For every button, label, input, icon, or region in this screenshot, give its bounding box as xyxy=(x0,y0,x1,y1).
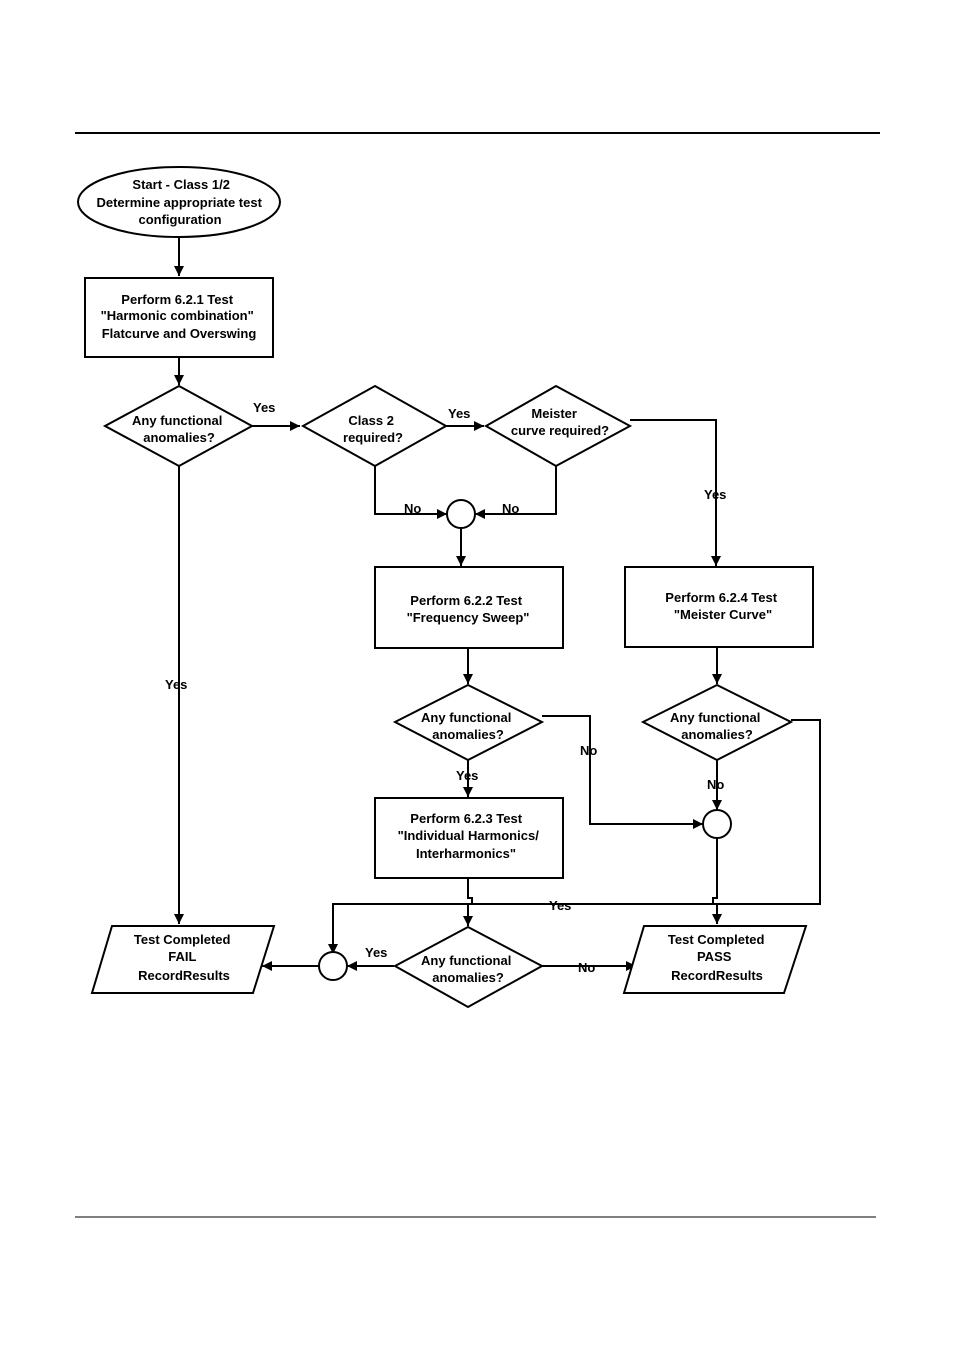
label-a4-yes: Yes xyxy=(365,945,387,960)
svg-text:Meister curve required?: Meister curve required? xyxy=(511,406,609,438)
decision-anomalies-1 xyxy=(102,384,255,468)
edge-623-to-a4 xyxy=(463,878,473,926)
connectors xyxy=(174,238,821,971)
process-622 xyxy=(374,566,564,649)
a2-line-1: Any functional xyxy=(421,710,511,725)
label-a1-yes-right: Yes xyxy=(253,400,275,415)
623-line-3: Interharmonics" xyxy=(416,846,516,861)
623-line-2: "Individual Harmonics/ xyxy=(398,828,540,843)
edge-meister-yes xyxy=(630,419,721,566)
a1-line-1: Any functional xyxy=(132,413,222,428)
svg-text:Perform 6.2.3 Test "Indi: Perform 6.2.3 Test "Individual Harmonics… xyxy=(398,811,543,861)
label-a2-yes: Yes xyxy=(456,768,478,783)
label-meister-no: No xyxy=(502,501,519,516)
result-fail xyxy=(90,925,276,994)
decision-meister xyxy=(483,384,633,468)
svg-text:Perform 6.2.1 Test "Harm: Perform 6.2.1 Test "Harmonic combination… xyxy=(101,292,258,341)
label-class2-yes: Yes xyxy=(448,406,470,421)
start-terminator xyxy=(77,166,281,238)
622-line-2: "Frequency Sweep" xyxy=(407,610,530,625)
decision-anomalies-2 xyxy=(392,683,545,762)
process-624 xyxy=(624,566,814,648)
a4-line-2: anomalies? xyxy=(432,970,504,985)
621-line-1: Perform 6.2.1 Test xyxy=(121,292,233,307)
edge-class2-no xyxy=(374,466,447,519)
process-623 xyxy=(374,797,564,879)
decision-anomalies-4 xyxy=(392,925,545,1009)
pass-line-2: PASS xyxy=(697,949,732,964)
svg-text:Class 2 required?: Class 2 required? xyxy=(343,413,403,445)
class2-line-1: Class 2 xyxy=(348,413,394,428)
svg-text:Perform 6.2.4 Test "Meis: Perform 6.2.4 Test "Meister Curve" xyxy=(665,590,780,622)
node-labels: Start - Class 1/2 Determine appropriate … xyxy=(96,177,780,985)
start-line-2: Determine appropriate test xyxy=(96,195,262,210)
junction-2 xyxy=(702,809,732,839)
edge-a2-no xyxy=(542,715,703,829)
624-line-2: "Meister Curve" xyxy=(674,607,772,622)
shapes xyxy=(77,166,814,1009)
label-a2-no: No xyxy=(580,743,597,758)
svg-text:Any functional anomalies: Any functional anomalies? xyxy=(132,413,226,445)
a3-line-1: Any functional xyxy=(670,710,760,725)
svg-text:Any functional anomalies: Any functional anomalies? xyxy=(421,953,515,985)
meister-line-1: Meister xyxy=(531,406,577,421)
svg-text:Test Completed FAIL: Test Completed FAIL RecordResults xyxy=(134,932,234,983)
svg-text:Start - Class 1/2 Determ: Start - Class 1/2 Determine appropriate … xyxy=(96,177,265,227)
edge-j2-to-pass xyxy=(712,838,722,924)
label-class2-no: No xyxy=(404,501,421,516)
svg-text:Test Completed PASS: Test Completed PASS RecordResults xyxy=(668,932,768,983)
621-line-3: Flatcurve and Overswing xyxy=(102,326,257,341)
a4-line-1: Any functional xyxy=(421,953,511,968)
pass-line-3: RecordResults xyxy=(671,968,763,983)
result-pass xyxy=(622,925,808,994)
label-a3-no: No xyxy=(707,777,724,792)
a3-line-2: anomalies? xyxy=(681,727,753,742)
pass-line-1: Test Completed xyxy=(668,932,765,947)
622-line-1: Perform 6.2.2 Test xyxy=(410,593,522,608)
a1-line-2: anomalies? xyxy=(143,430,215,445)
start-line-1: Start - Class 1/2 xyxy=(132,177,230,192)
start-line-3: configuration xyxy=(138,212,221,227)
edge-a3-yes xyxy=(328,719,821,954)
svg-text:Any functional anomalies: Any functional anomalies? xyxy=(670,710,764,742)
label-a4-no: No xyxy=(578,960,595,975)
class2-line-2: required? xyxy=(343,430,403,445)
a2-line-2: anomalies? xyxy=(432,727,504,742)
624-line-1: Perform 6.2.4 Test xyxy=(665,590,777,605)
621-line-2: "Harmonic combination" xyxy=(101,308,254,323)
decision-anomalies-3 xyxy=(640,683,794,762)
fail-line-3: RecordResults xyxy=(138,968,230,983)
label-meister-yes: Yes xyxy=(704,487,726,502)
junction-1 xyxy=(446,499,476,529)
svg-text:Any functional anomalies: Any functional anomalies? xyxy=(421,710,515,742)
fail-line-1: Test Completed xyxy=(134,932,231,947)
label-a3-yes: Yes xyxy=(549,898,571,913)
process-621 xyxy=(84,277,274,358)
623-line-1: Perform 6.2.3 Test xyxy=(410,811,522,826)
fail-line-2: FAIL xyxy=(168,949,196,964)
label-a1-yes-down: Yes xyxy=(165,677,187,692)
junction-3 xyxy=(318,951,348,981)
edge-labels: Yes Yes Yes No No Yes No Yes No Yes Yes … xyxy=(165,400,726,975)
edge-meister-no xyxy=(475,466,557,519)
svg-text:Perform 6.2.2 Test "Freq: Perform 6.2.2 Test "Frequency Sweep" xyxy=(407,593,530,625)
decision-class2 xyxy=(300,384,449,468)
meister-line-2: curve required? xyxy=(511,423,609,438)
